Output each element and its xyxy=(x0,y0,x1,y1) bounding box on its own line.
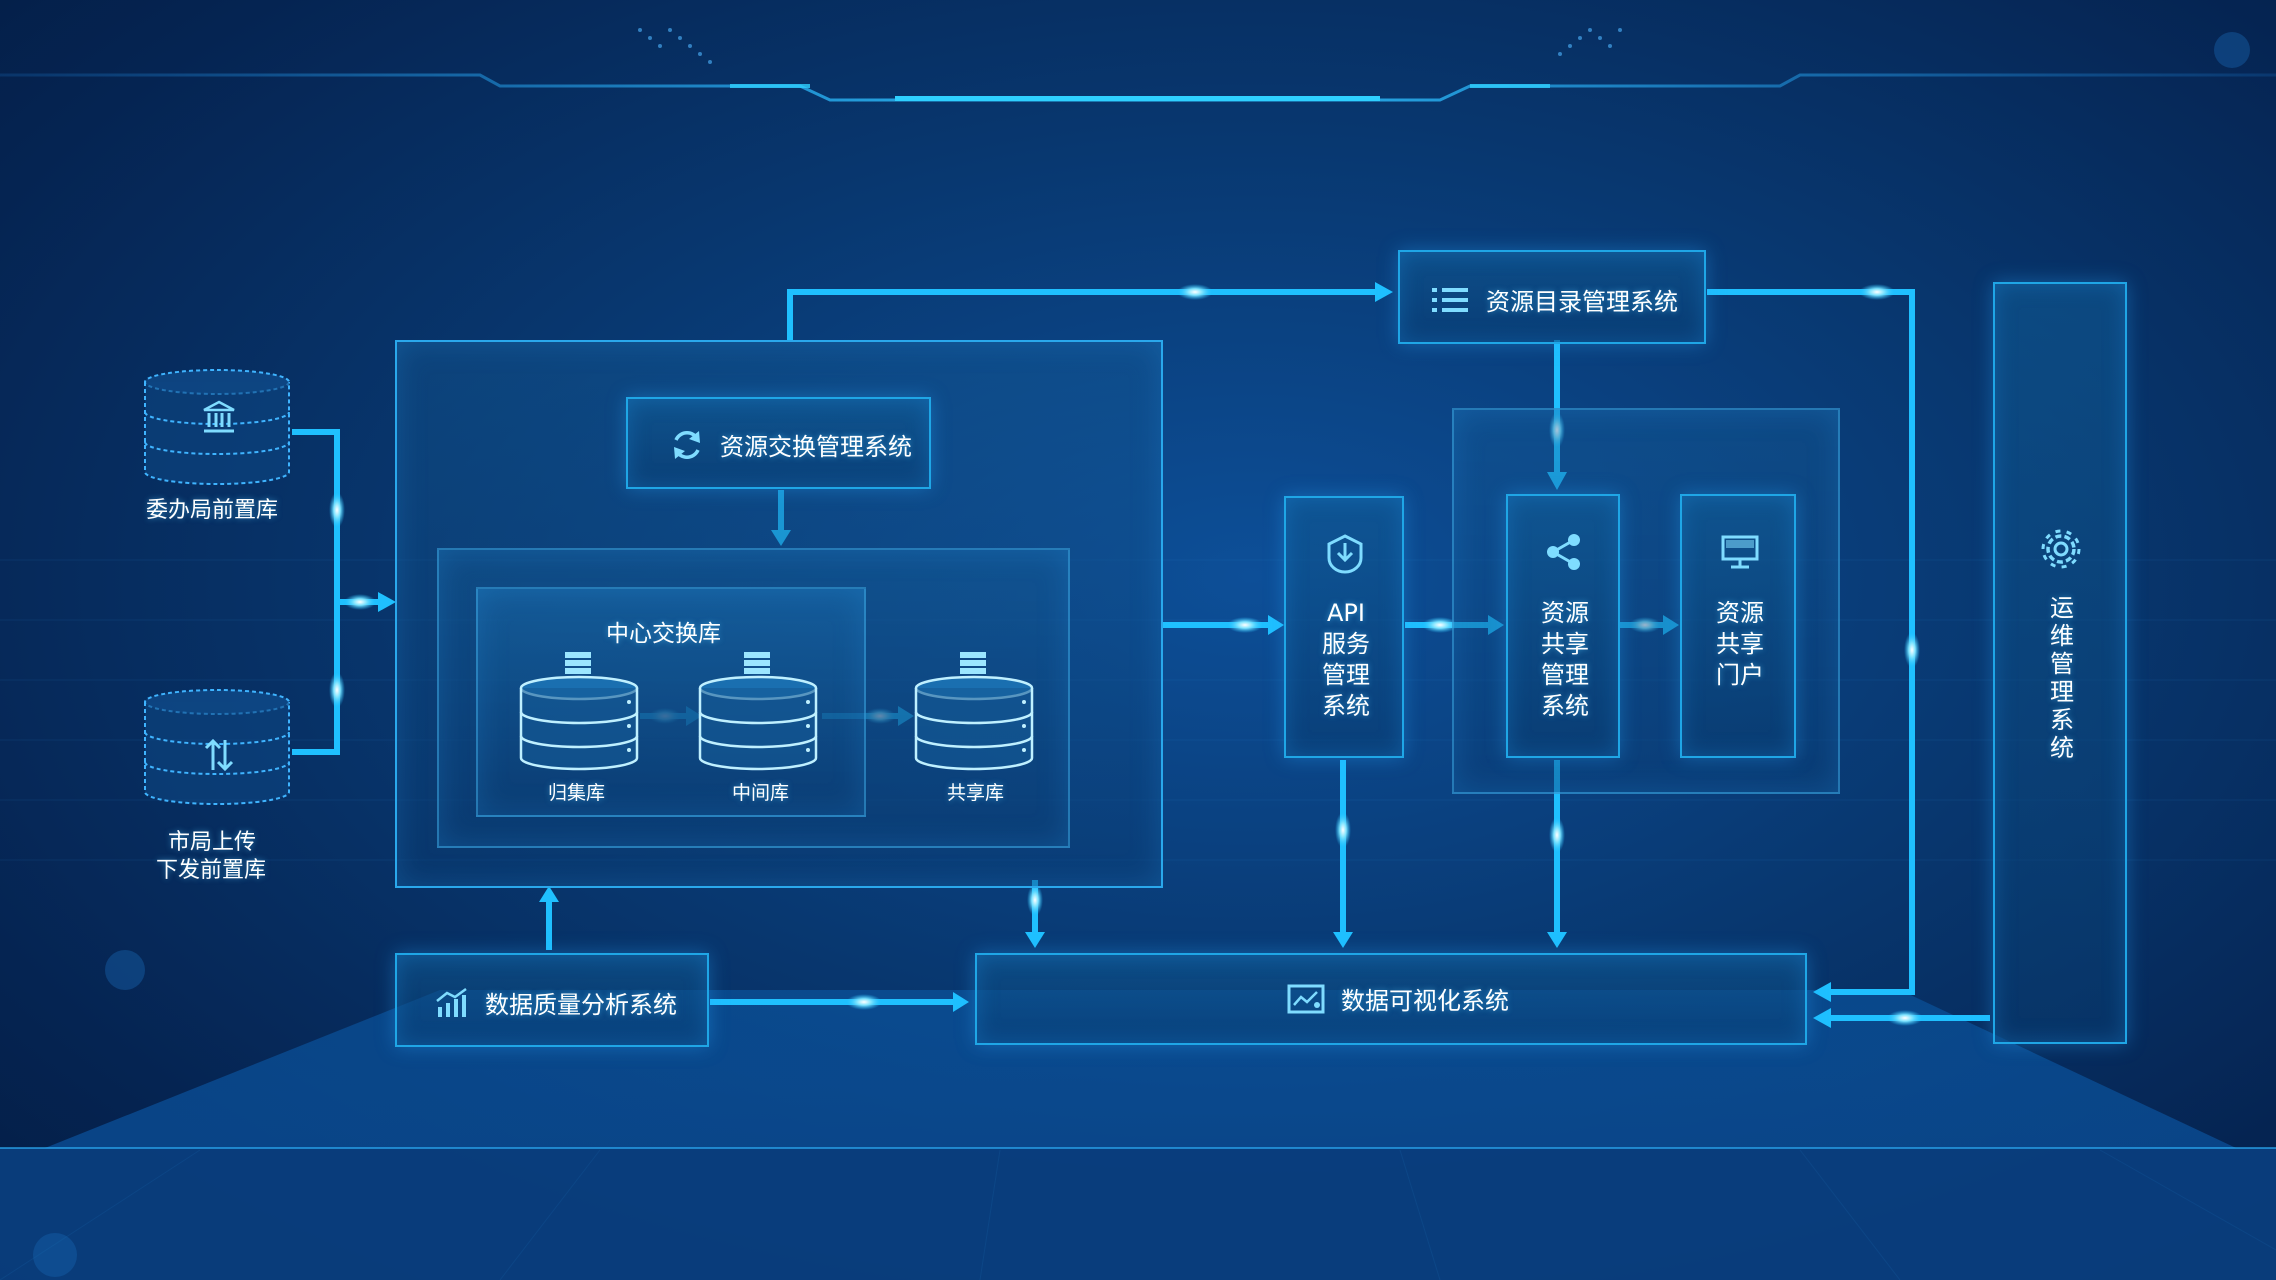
api-service-panel[interactable]: API 服务 管理 系统 xyxy=(1284,496,1404,758)
ops-line-1: 运 xyxy=(2050,594,2074,622)
quality-title: 数据质量分析系统 xyxy=(485,991,677,1019)
sharing-portal-line-1: 资源 xyxy=(1716,599,1764,627)
bank-icon xyxy=(203,400,235,433)
ops-line-6: 统 xyxy=(2050,734,2074,762)
center-exchange-title: 中心交换库 xyxy=(606,621,721,647)
ops-line-3: 管 xyxy=(2050,650,2074,678)
sharing-portal-line-3: 门户 xyxy=(1716,661,1764,689)
api-line-1: API xyxy=(1327,599,1365,627)
ops-line-4: 理 xyxy=(2050,678,2074,706)
visualization-panel[interactable]: 数据可视化系统 xyxy=(975,953,1807,1045)
shi-ju-database-cylinder xyxy=(144,689,290,805)
exchange-title: 资源交换管理系统 xyxy=(720,433,912,461)
visual-chart-icon xyxy=(1287,984,1325,1013)
sharing-portal-panel[interactable]: 资源 共享 门户 xyxy=(1680,494,1796,758)
sharing-mgmt-line-2: 共享 xyxy=(1541,630,1589,658)
database-icon xyxy=(698,652,818,771)
catalog-panel[interactable]: 资源目录管理系统 xyxy=(1398,250,1706,344)
list-icon xyxy=(1432,287,1468,312)
api-line-3: 管理 xyxy=(1322,661,1370,689)
exchange-title-panel[interactable]: 资源交换管理系统 xyxy=(626,397,931,489)
share-icon xyxy=(1547,534,1580,570)
api-line-2: 服务 xyxy=(1322,630,1370,658)
sharing-mgmt-label: 资源 共享 管理 系统 xyxy=(1508,598,1622,722)
refresh-icon xyxy=(674,430,700,459)
chart-up-icon xyxy=(436,987,467,1017)
database-icon xyxy=(519,652,639,771)
ops-label: 运 维 管 理 系 统 xyxy=(1995,594,2129,762)
sharing-mgmt-line-1: 资源 xyxy=(1541,599,1589,627)
shi-ju-label-line1: 市局上传 xyxy=(168,830,257,855)
sharing-portal-line-2: 共享 xyxy=(1716,630,1764,658)
db-label-3: 共享库 xyxy=(947,782,1005,804)
catalog-title: 资源目录管理系统 xyxy=(1486,288,1678,316)
api-line-4: 系统 xyxy=(1322,692,1370,720)
wei-ban-ju-label: 委办局前置库 xyxy=(146,498,279,523)
db-label-1: 归集库 xyxy=(548,782,606,804)
visualization-title: 数据可视化系统 xyxy=(1341,987,1509,1015)
db-label-2: 中间库 xyxy=(732,782,790,804)
wei-ban-ju-database-cylinder xyxy=(144,369,290,485)
database-icon xyxy=(914,652,1034,771)
ops-line-2: 维 xyxy=(2050,622,2074,650)
api-service-label: API 服务 管理 系统 xyxy=(1286,598,1406,722)
up-down-arrows-icon xyxy=(204,738,234,772)
sharing-mgmt-panel[interactable]: 资源 共享 管理 系统 xyxy=(1506,494,1620,758)
shi-ju-label-line2: 下发前置库 xyxy=(156,858,267,883)
sharing-mgmt-line-4: 系统 xyxy=(1541,692,1589,720)
sharing-portal-label: 资源 共享 门户 xyxy=(1682,598,1798,691)
ops-line-5: 系 xyxy=(2050,706,2074,734)
gear-icon xyxy=(2041,529,2081,569)
sharing-mgmt-line-3: 管理 xyxy=(1541,661,1589,689)
monitor-icon xyxy=(1721,535,1759,569)
quality-panel[interactable]: 数据质量分析系统 xyxy=(395,953,709,1047)
ops-panel[interactable]: 运 维 管 理 系 统 xyxy=(1993,282,2127,1044)
download-shield-icon xyxy=(1327,534,1363,574)
